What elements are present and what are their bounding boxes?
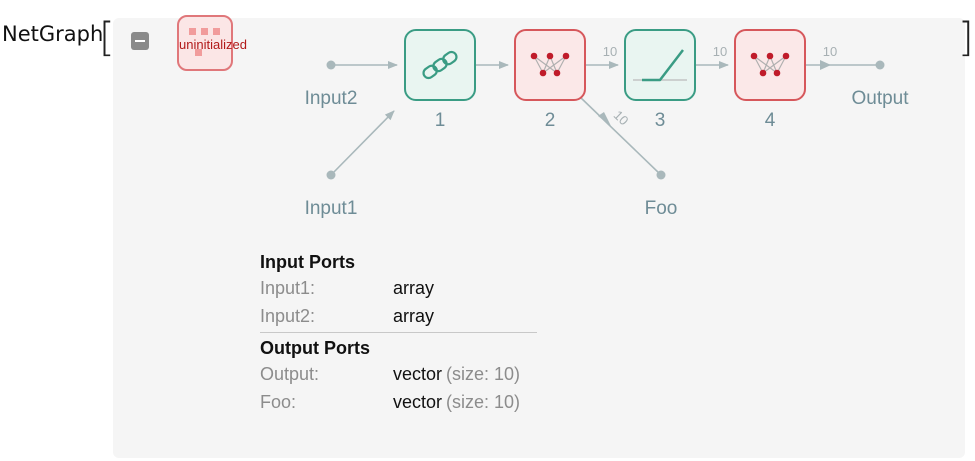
port-row: Input1: array <box>260 274 540 302</box>
port-row: Foo: vector(size: 10) <box>260 388 540 416</box>
input-ports-title: Input Ports <box>260 252 355 272</box>
output-ports-title: Output Ports <box>260 338 370 358</box>
port-type: vector(size: 10) <box>393 388 520 416</box>
edge-dim-n4-out: 10 <box>823 44 837 59</box>
collapse-button[interactable] <box>131 32 149 50</box>
node-3-index: 3 <box>655 110 666 131</box>
port-type: array <box>393 278 435 298</box>
badge-square-icon <box>213 28 220 35</box>
badge-square-icon <box>189 28 196 35</box>
port-row: Output: vector(size: 10) <box>260 360 540 388</box>
foo-label: Foo <box>645 198 678 219</box>
port-size: (size: 10) <box>446 392 521 412</box>
node-3[interactable] <box>624 29 696 101</box>
chain-link-icon <box>422 50 458 80</box>
linear-layer-icon <box>530 52 570 77</box>
edge-node2-foo <box>578 95 662 176</box>
input2-label: Input2 <box>305 88 358 109</box>
open-bracket: [ <box>99 15 115 61</box>
netgraph-head: NetGraph <box>2 22 104 46</box>
uninitialized-badge: uninitialized <box>177 15 247 71</box>
close-bracket: ] <box>958 15 974 61</box>
port-name: Foo: <box>260 392 297 412</box>
foo-port-dot <box>656 170 666 180</box>
edge-dim-n3-n4: 10 <box>713 44 727 59</box>
input1-port-dot <box>326 170 336 180</box>
output-label: Output <box>851 88 909 109</box>
node-1-index: 1 <box>435 110 446 131</box>
port-type-value: vector <box>393 392 443 412</box>
edge-dim-n2-n3: 10 <box>603 44 617 59</box>
port-type-value: vector <box>393 364 443 384</box>
input1-label: Input1 <box>305 198 358 219</box>
port-type: array <box>393 306 435 326</box>
node-2-index: 2 <box>545 110 556 131</box>
node-4[interactable] <box>734 29 806 101</box>
node-2[interactable] <box>514 29 586 101</box>
badge-square-icon <box>201 28 208 35</box>
ports-table: Input Ports Input1: array Input2: array … <box>260 250 540 416</box>
badge-square-icon <box>195 49 202 56</box>
node-4-index: 4 <box>765 110 776 131</box>
edge-node4-output-arrow <box>820 60 831 70</box>
edge-node2-foo-arrow <box>598 112 611 126</box>
port-type: vector(size: 10) <box>393 360 520 388</box>
edge-input1-node1 <box>330 110 395 176</box>
port-name: Input1: <box>260 278 316 298</box>
input2-port-dot <box>326 60 336 70</box>
port-name: Output: <box>260 364 320 384</box>
output-port-dot <box>875 60 885 70</box>
ramp-icon <box>633 49 687 82</box>
node-1[interactable] <box>404 29 476 101</box>
uninitialized-label: uninitialized <box>179 37 247 52</box>
ports-divider <box>260 332 537 333</box>
port-size: (size: 10) <box>446 364 521 384</box>
edge-dim-n2-foo: 10 <box>611 107 632 128</box>
port-row: Input2: array <box>260 302 540 330</box>
linear-layer-icon <box>750 52 790 77</box>
port-name: Input2: <box>260 306 316 326</box>
